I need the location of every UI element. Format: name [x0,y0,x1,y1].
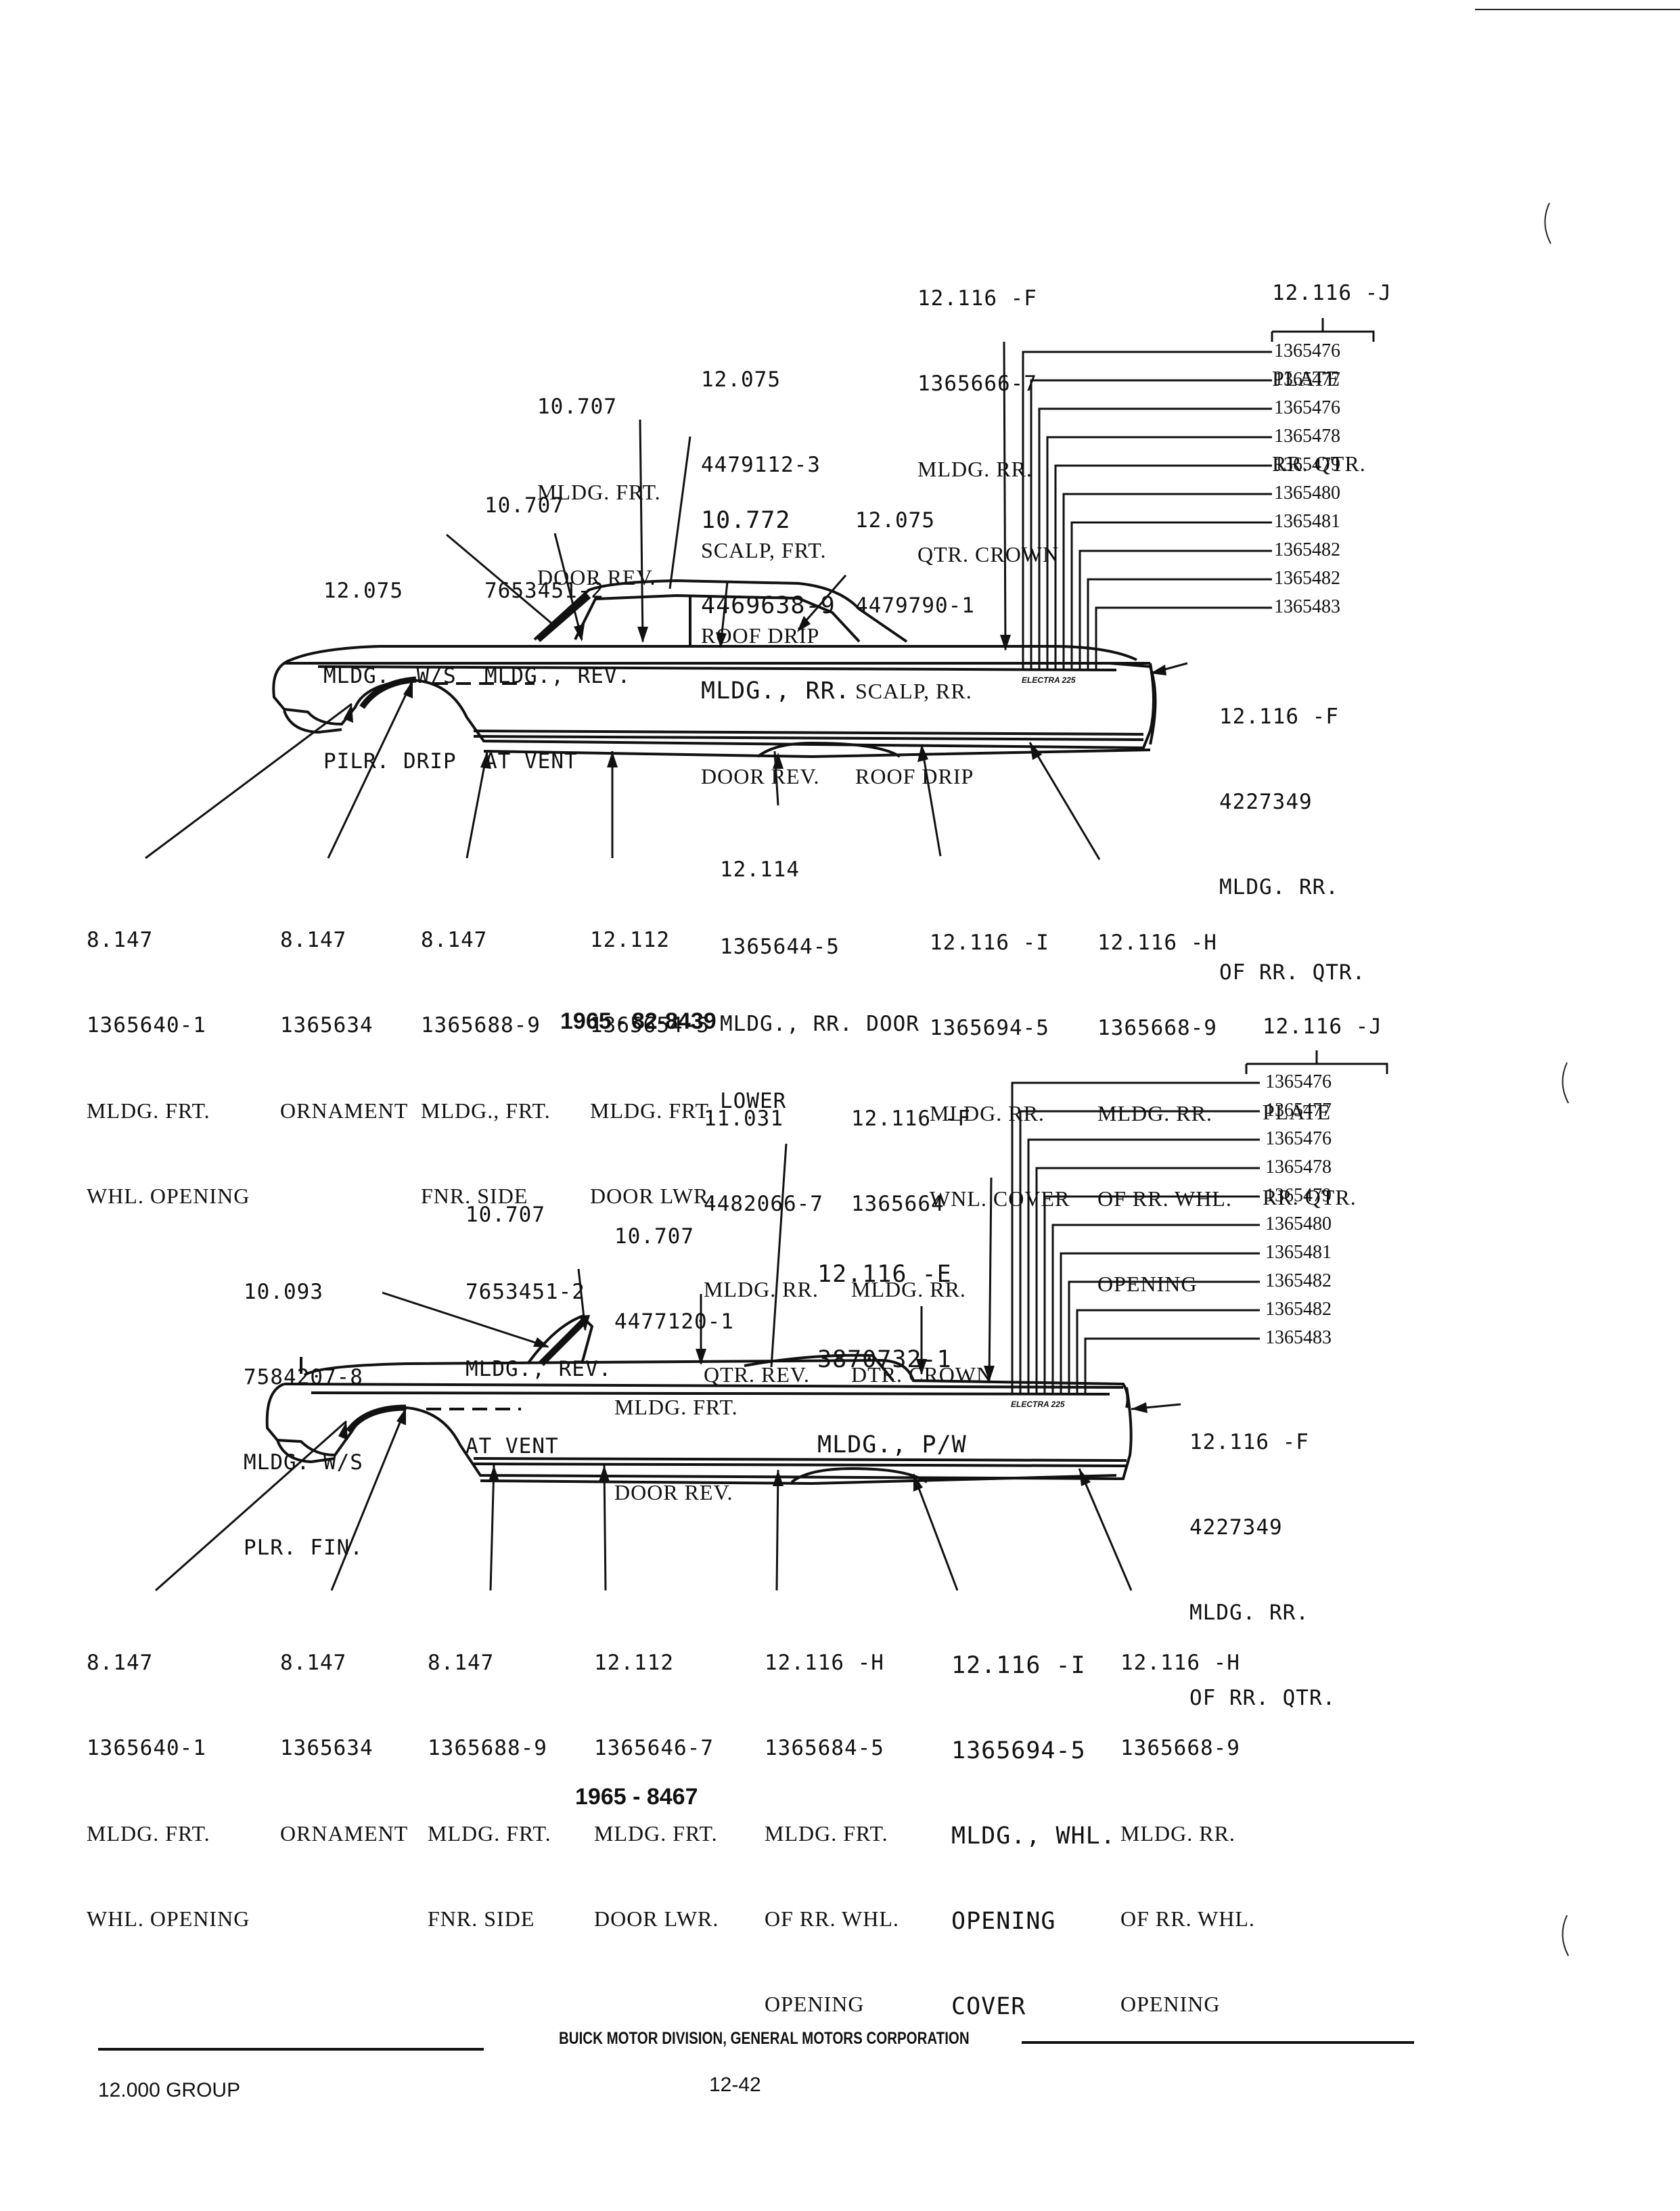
callout-10707-vent: 10.707 7653451-2 MLDG., REV. AT VENT [484,493,631,774]
callout-12116f-top: 12.116 -F 1365666-7 MLDG. RR. QTR. CROWN [917,286,1060,566]
callout-12116i-bottom: 12.116 -I 1365694-5 MLDG., WHL. OPENING … [951,1652,1116,2020]
callout-12075-ws: 12.075 MLDG., W/S PILR. DRIP [323,579,457,774]
callout-12075-scalp: 12.075 4479112-3 SCALP, FRT. ROOF DRIP [701,367,827,648]
callout-8147-ornament: 8.147 1365634 ORNAMENT [280,928,409,1123]
callout-10707-door-bottom: 10.707 4477120-1 MLDG. FRT. DOOR REV. [614,1224,738,1504]
callout-11031: 11.031 4482066-7 MLDG. RR. QTR. REV. [704,1107,823,1387]
plate-part-number: 1365478 [1274,426,1340,447]
top-leader-lines [145,341,1188,860]
callout-10093: 10.093 7584207-8 MLDG. W/S PLR. FIN. [244,1280,363,1560]
callout-12112-bottom: 12.112 1365646-7 MLDG. FRT. DOOR LWR. [594,1651,719,1931]
plate-part-number: 1365479 [1274,454,1340,475]
callout-8147-fnr: 8.147 1365688-9 MLDG., FRT. FNR. SIDE [421,928,551,1208]
plate-part-number: 1365479 [1265,1185,1332,1206]
footer-page-number: 12-42 [709,2074,761,2096]
bottom-front-wheel-molding [346,1404,407,1433]
plate-part-number: 1365476 [1265,1128,1332,1149]
bottom-diagram-caption: 1965 - 8467 [575,1784,698,1810]
bottom-plate-lines [1011,1050,1388,1394]
callout-12116f-side: 12.116 -F 4227349 MLDG. RR. OF RR. QTR. [1219,705,1366,985]
plate-part-number: 1365482 [1274,568,1340,589]
callout-12116e: 12.116 -E 3870732-1 MLDG., P/W [817,1261,967,1458]
footer-rules [98,2041,1414,2051]
callout-8147-fnr-bottom: 8.147 1365688-9 MLDG. FRT. FNR. SIDE [428,1651,551,1931]
plate-part-number: 1365482 [1265,1299,1332,1320]
callout-12116j: 12.116 -J PLATE RR. QTR. [1272,281,1392,476]
callout-12114: 12.114 1365644-5 MLDG., RR. DOOR LOWER [720,857,920,1113]
top-front-wheel-molding [359,676,417,709]
callout-10707-door: 10.707 MLDG. FRT. DOOR REV. [537,395,661,589]
plate-part-number: 1365481 [1265,1242,1332,1263]
callout-8147-ornament-bottom: 8.147 1365634 ORNAMENT [280,1651,409,1846]
bottom-badge: ELECTRA 225 [1011,1400,1065,1409]
plate-part-number: 1365480 [1265,1213,1332,1234]
callout-10772: 10.772 4469638-9 MLDG., RR. DOOR REV. [701,507,850,788]
footer-group: 12.000 GROUP [98,2079,241,2101]
plate-part-number: 1365480 [1274,483,1340,504]
page-marks [1475,9,1680,1957]
plate-part-number: 1365482 [1265,1270,1332,1291]
top-arrowheads [344,616,1166,769]
callout-12116h-frt: 12.116 -H 1365684-5 MLDG. FRT. OF RR. WH… [765,1651,899,2016]
top-badge: ELECTRA 225 [1022,675,1076,685]
callout-12116f-side-bottom: 12.116 -F 4227349 MLDG. RR. OF RR. QTR. [1189,1430,1336,1710]
callout-10707-vent-bottom: 10.707 7653451-2 MLDG., REV. AT VENT [466,1203,612,1458]
callout-12075-rr: 12.075 4479790-1 SCALP, RR. ROOF DRIP [855,508,975,788]
top-diagram-caption: 1965 - 82-8439 [560,1008,717,1034]
callout-8147-whl: 8.147 1365640-1 MLDG. FRT. WHL. OPENING [87,928,250,1208]
top-car-outline [272,579,1157,759]
plate-part-number: 1365483 [1274,596,1340,617]
bottom-leader-lines [155,1143,1181,1592]
bottom-car-outline [265,1314,1133,1486]
plate-part-number: 1365477 [1274,369,1340,390]
plate-part-number: 1365477 [1265,1100,1332,1121]
callout-12116i: 12.116 -I 1365694-5 MLDG. RR. WNL. COVER [930,931,1070,1211]
plate-part-number: 1365481 [1274,511,1340,532]
callout-12116f-top-bottom: 12.116 -F 1365664 MLDG. RR. DTR. CROWN [851,1107,993,1387]
plate-part-number: 1365476 [1265,1071,1332,1092]
plate-part-number: 1365476 [1274,340,1340,361]
callout-12112: 12.112 1365654-5 MLDG. FRT. DOOR LWR. [590,928,715,1208]
plate-part-number: 1365478 [1265,1157,1332,1178]
callout-8147-whl-bottom: 8.147 1365640-1 MLDG. FRT. WHL. OPENING [87,1651,250,1931]
plate-part-number: 1365483 [1265,1327,1332,1348]
plate-part-number: 1365482 [1274,539,1340,560]
footer-division: BUICK MOTOR DIVISION, GENERAL MOTORS COR… [559,2029,970,2048]
top-plate-lines [1022,318,1375,670]
callout-12116j-bottom: 12.116 -J PLATE RR. QTR. [1263,1014,1382,1209]
callout-12116h: 12.116 -H 1365668-9 MLDG. RR. OF RR. WHL… [1097,931,1232,1296]
callout-12116h-rr: 12.116 -H 1365668-9 MLDG. RR. OF RR. WHL… [1120,1651,1255,2016]
plate-part-number: 1365476 [1274,397,1340,418]
bottom-arrowheads [338,1315,1148,1492]
